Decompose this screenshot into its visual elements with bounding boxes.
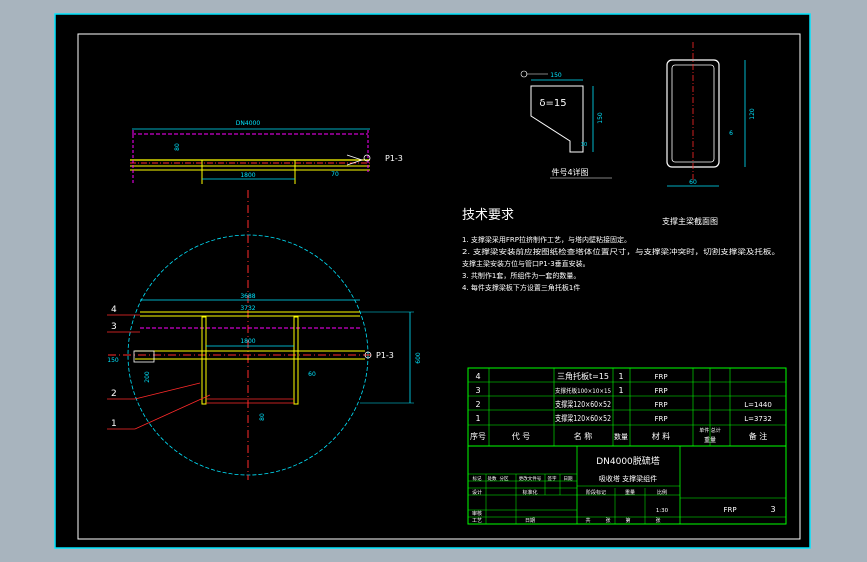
main-dim-80: 80: [259, 413, 266, 421]
title-block: DN4000脱硫塔 吸收塔 支撑梁组件 标记 处数 分区 更改文件号 签字 日期…: [467, 445, 787, 525]
title-name-1: DN4000脱硫塔: [596, 455, 660, 467]
header-weight: 重量: [704, 436, 716, 444]
bracket-title: 件号4详图: [551, 167, 588, 177]
part-3-name: 支撑托板100×10×15: [555, 387, 611, 395]
inner-frame: [77, 33, 801, 540]
main-view: 3688 3732 1800 150 200 60 80 600 P1-3 4 …: [107, 190, 422, 480]
part-3-no: 3: [475, 386, 480, 395]
header-no: 序号: [470, 431, 486, 441]
part-1-name: 支撑梁120×60×52: [555, 413, 611, 423]
part-3-mat: FRP: [654, 387, 667, 395]
part-4-mat: FRP: [654, 373, 667, 381]
section-title: 支撑主梁截面图: [662, 216, 718, 226]
main-dim-outer: 3688: [240, 293, 255, 300]
section-dim-width: 60: [689, 179, 697, 186]
main-dim-right: 600: [415, 352, 422, 364]
part-4-no: 4: [475, 372, 480, 381]
plan-view: DN4000 1800 80 70 P1-3: [130, 120, 403, 184]
tb-date-2: 日期: [525, 518, 535, 524]
header-weight-unit: 单件 总计: [699, 427, 721, 434]
tech-line-5: 4. 每件支撑梁板下方设置三角托板1件: [462, 283, 580, 292]
main-dim-60: 60: [308, 371, 316, 378]
bracket-thickness: δ=15: [539, 98, 566, 109]
part-1-no: 1: [475, 414, 480, 423]
part-1-note: L=3732: [744, 415, 772, 423]
tb-sheet-label: 张: [655, 517, 660, 524]
header-name: 名 称: [574, 431, 593, 441]
header-qty: 数量: [614, 432, 628, 441]
main-tag: P1-3: [376, 351, 394, 360]
part-4-qty: 1: [618, 372, 623, 381]
tb-standard: 标准化: [522, 489, 537, 496]
part-1-mat: FRP: [654, 415, 667, 423]
beam-section: 120 6 60 支撑主梁截面图: [662, 42, 756, 226]
tb-design: 设计: [472, 489, 482, 496]
tech-line-2: 2. 支撑梁安装前应按图纸检查塔体位置尺寸，与支撑梁冲突时，切割支撑梁及托板。: [462, 247, 780, 256]
callout-2: 2: [111, 389, 117, 399]
bracket-dim-bottom: 30: [581, 142, 587, 148]
callout-1: 1: [111, 419, 117, 429]
callout-3: 3: [111, 322, 117, 332]
bracket-dim-height: 150: [597, 112, 604, 124]
part-2-no: 2: [475, 400, 480, 409]
tech-line-4: 3. 共制作1套，所组件为一套的数量。: [462, 271, 580, 280]
tb-count: 处数: [488, 475, 497, 482]
tb-sheet-no-label: 第: [625, 517, 630, 524]
tb-scale: 比例: [657, 489, 667, 496]
bracket-dim-top: 150: [550, 72, 562, 79]
main-dim-200: 200: [144, 371, 151, 383]
drawing-sheet: [54, 13, 811, 549]
callout-4: 4: [111, 305, 117, 315]
section-dim-wall: 6: [729, 130, 733, 137]
plan-dim-top: DN4000: [236, 120, 261, 127]
main-dim-inner: 3732: [240, 305, 255, 312]
tb-change-doc: 更改文件号: [519, 475, 542, 482]
part-2-name: 支撑梁120×60×52: [555, 399, 611, 409]
tb-weight: 重量: [625, 489, 635, 496]
tb-material: FRP: [723, 506, 736, 514]
part-4-name: 三角托板t=15: [557, 371, 609, 381]
tb-stage: 阶段标记: [586, 489, 606, 496]
tb-total: 共: [585, 517, 590, 524]
tb-date: 日期: [564, 476, 573, 482]
tech-requirements: 技术要求 1. 支撑梁采用FRP拉挤制作工艺，与塔内壁粘接固定。 2. 支撑梁安…: [462, 208, 780, 292]
main-dim-150: 150: [107, 357, 119, 364]
tb-mark: 标记: [473, 475, 482, 482]
title-name-2: 吸收塔 支撑梁组件: [599, 474, 657, 483]
header-mat: 材 料: [652, 431, 671, 441]
tb-zone: 分区: [500, 475, 509, 482]
section-dim-height: 120: [749, 108, 756, 120]
tech-title: 技术要求: [462, 208, 514, 223]
plan-dim-height: 80: [174, 143, 181, 151]
plan-dim-span: 1800: [240, 172, 255, 179]
main-dim-span: 1800: [240, 338, 255, 345]
tb-sheet-number: 3: [770, 505, 775, 514]
part-2-mat: FRP: [654, 401, 667, 409]
tb-review: 审核: [472, 510, 482, 517]
plan-tag: P1-3: [385, 154, 403, 163]
part-3-qty: 1: [618, 386, 623, 395]
bracket-detail: 150 δ=15 150 30 件号4详图: [520, 70, 612, 179]
plan-dim-right: 70: [331, 171, 339, 178]
tb-process: 工艺: [472, 518, 482, 524]
tech-line-1: 1. 支撑梁采用FRP拉挤制作工艺，与塔内壁粘接固定。: [462, 235, 631, 244]
header-note: 备 注: [749, 431, 768, 441]
header-code: 代 号: [512, 431, 531, 441]
tb-scale-value: 1:30: [656, 508, 669, 514]
tech-line-3: 支撑主梁安装方位与管口P1-3垂直安装。: [462, 259, 590, 268]
tb-sign: 签字: [548, 475, 557, 482]
part-2-note: L=1440: [744, 401, 772, 409]
tb-sheets: 张: [605, 517, 610, 524]
